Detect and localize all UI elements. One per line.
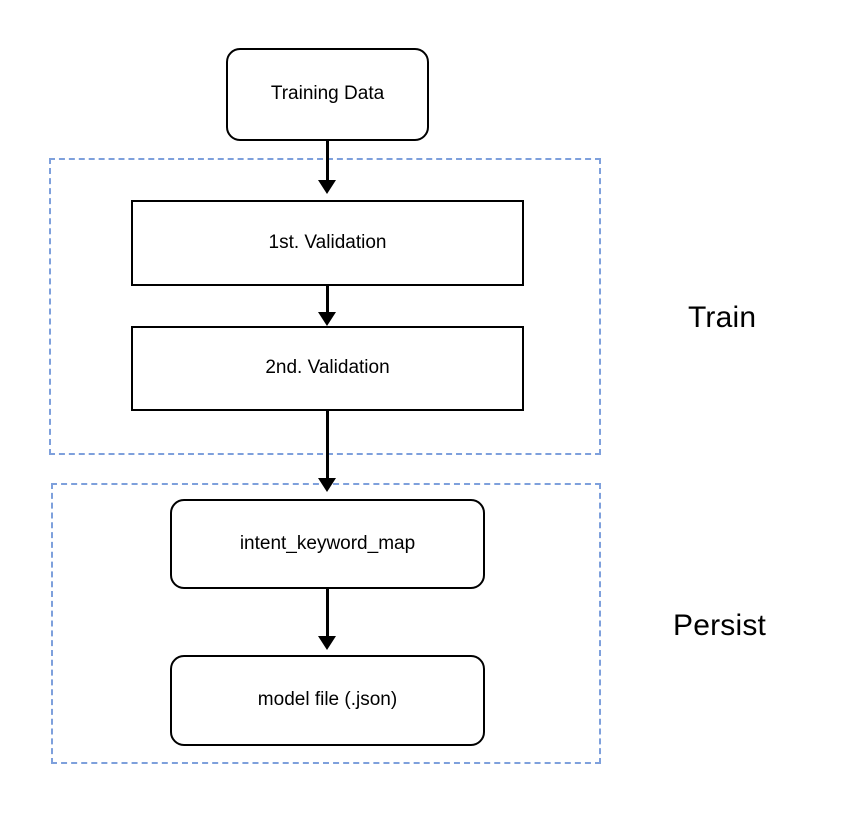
- edge-second-validation-to-intent-keyword-map: [326, 411, 329, 489]
- arrow-down-icon-2: [318, 312, 336, 326]
- edge-intent-keyword-map-to-model-file: [326, 589, 329, 646]
- node-second-validation[interactable]: 2nd. Validation: [131, 326, 524, 411]
- node-model-file[interactable]: model file (.json): [170, 655, 485, 746]
- edge-training-data-to-first-validation: [326, 141, 329, 191]
- group-container-train: [49, 158, 601, 455]
- node-first-validation[interactable]: 1st. Validation: [131, 200, 524, 286]
- node-training-data[interactable]: Training Data: [226, 48, 429, 141]
- group-label-train: Train: [688, 301, 757, 334]
- arrow-down-icon-4: [318, 636, 336, 650]
- arrow-down-icon-1: [318, 180, 336, 194]
- group-label-persist: Persist: [673, 609, 767, 642]
- arrow-down-icon-3: [318, 478, 336, 492]
- node-intent-keyword-map[interactable]: intent_keyword_map: [170, 499, 485, 589]
- edge-first-validation-to-second-validation: [326, 286, 329, 318]
